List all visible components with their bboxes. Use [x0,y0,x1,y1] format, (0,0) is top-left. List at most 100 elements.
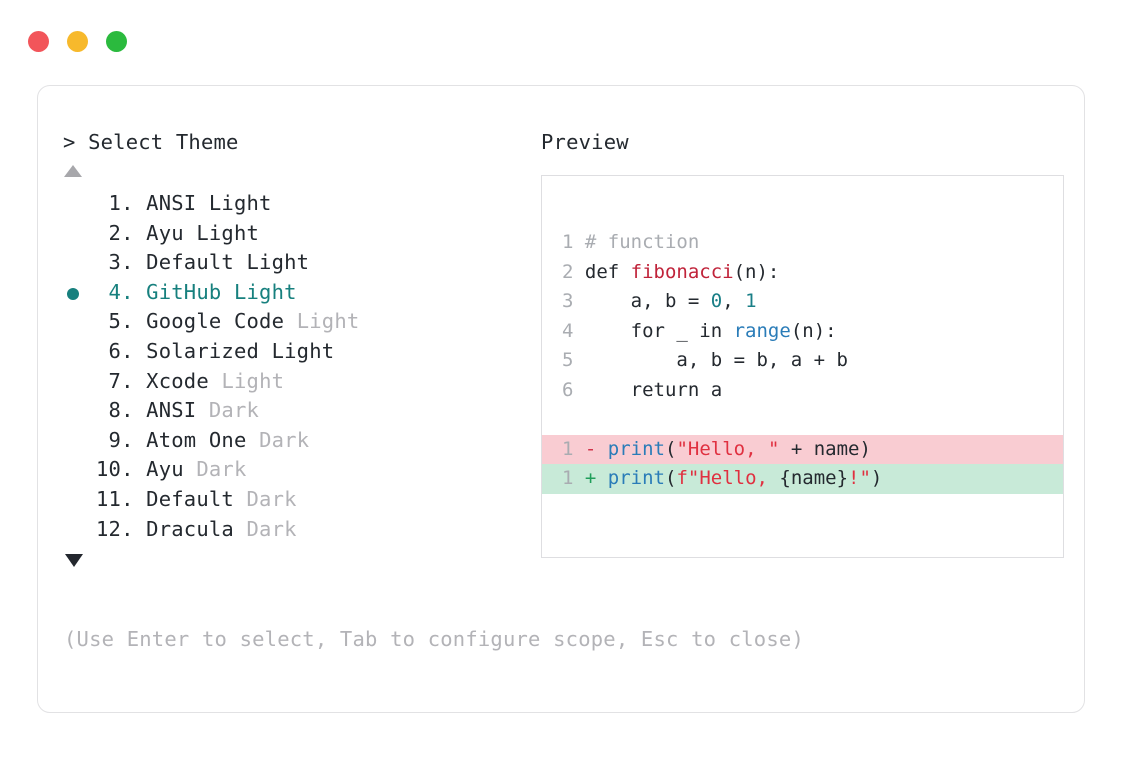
theme-item-name: Atom One [146,427,260,452]
theme-item-name: Default [146,250,247,275]
theme-item-name: Default [146,486,247,511]
line-number: 5 [562,349,585,371]
code-token: range [733,319,791,342]
theme-item-name: Google Code [146,309,297,334]
scroll-up-icon[interactable] [64,165,82,177]
theme-list-item[interactable]: 9. Atom One Dark [63,426,523,456]
scroll-down-icon[interactable] [65,554,83,568]
keyboard-hint: (Use Enter to select, Tab to configure s… [64,627,804,651]
code-spacer [542,405,1063,435]
code-token: a, b = [584,290,711,312]
preview-label: Preview [541,130,629,154]
theme-picker-card: > Select Theme 1. ANSI Light 2. Ayu Ligh… [37,85,1085,713]
theme-item-number: 11. [96,486,147,511]
theme-item-label: 8. ANSI Dark [96,398,259,422]
theme-item-label: 12. Dracula Dark [96,517,297,541]
theme-list-item[interactable]: 12. Dracula Dark [63,515,523,545]
page-title: > Select Theme [63,130,239,154]
theme-item-label: 6. Solarized Light [96,338,335,363]
theme-item-number: 3. [96,250,147,275]
theme-item-name: Solarized [146,338,272,363]
theme-item-variant: Dark [208,398,260,423]
theme-item-variant: Dark [246,516,297,541]
code-line: 4 for _ in range(n): [542,317,1063,347]
theme-item-number: 6. [96,338,147,363]
line-number: 1 [562,467,585,489]
theme-list-item[interactable]: 8. ANSI Dark [63,396,523,426]
theme-item-label: 2. Ayu Light [96,221,259,245]
selected-bullet-icon [67,287,79,300]
code-token: for _ in [584,319,734,342]
theme-list-item[interactable]: 7. Xcode Light [63,367,523,397]
theme-item-variant: Light [296,309,360,334]
theme-list-item[interactable]: 1. ANSI Light [63,189,523,219]
code-token: {name} [779,467,849,489]
theme-list[interactable]: 1. ANSI Light 2. Ayu Light 3. Default Li… [63,189,523,544]
code-line: 1 # function [542,228,1063,258]
code-line: 2 def fibonacci(n): [542,258,1063,288]
theme-item-variant: Light [208,191,272,215]
diff-added-line: 1 + print(f"Hello, {name}!") [542,464,1063,494]
code-line: 3 a, b = 0, 1 [542,287,1063,317]
theme-item-label: 5. Google Code Light [96,309,360,334]
theme-item-label: 9. Atom One Dark [96,427,310,452]
theme-item-variant: Light [233,279,297,304]
theme-list-item[interactable]: 3. Default Light [63,248,523,278]
theme-list-item[interactable]: 5. Google Code Light [63,307,523,337]
code-token: # function [584,231,700,253]
code-token: (n): [733,260,780,283]
theme-item-label: 3. Default Light [96,250,310,275]
code-token: + name) [779,437,871,460]
theme-list-item[interactable]: 11. Default Dark [63,485,523,515]
code-line: 5 a, b = b, a + b [542,346,1063,376]
theme-list-item[interactable]: 10. Ayu Dark [63,455,523,485]
theme-item-number: 9. [96,427,147,452]
theme-item-variant: Light [196,220,260,245]
code-token: fibonacci [630,260,734,283]
window-titlebar [0,0,1129,84]
code-token: f"Hello, [676,467,780,489]
line-number: 2 [562,260,585,283]
theme-item-variant: Dark [246,486,297,511]
minimize-button-icon[interactable] [67,31,88,52]
theme-list-item[interactable]: 2. Ayu Light [63,219,523,249]
theme-item-number: 1. [96,191,147,215]
line-number: 4 [562,319,585,342]
diff-removed-line: 1 - print("Hello, " + name) [542,434,1063,464]
line-number: 6 [562,378,585,401]
theme-item-name: Xcode [146,368,222,393]
theme-item-label: 7. Xcode Light [96,369,284,393]
theme-item-name: ANSI [146,191,209,215]
window-controls [28,31,127,52]
theme-item-number: 2. [96,220,147,245]
theme-item-name: Dracula [146,516,247,541]
code-token: a, b = b, a + b [584,349,848,371]
theme-item-number: 4. [96,279,147,304]
theme-list-item[interactable]: 6. Solarized Light [63,337,523,367]
code-token: ) [870,467,883,489]
code-line: 6 return a [542,376,1063,406]
theme-item-name: ANSI [146,398,209,423]
theme-item-label: 10. Ayu Dark [96,457,247,481]
close-button-icon[interactable] [28,31,49,52]
theme-list-item[interactable]: 4. GitHub Light [63,278,523,308]
theme-item-variant: Light [221,368,285,393]
code-token: print [607,437,665,460]
code-token: ( [664,467,677,489]
maximize-button-icon[interactable] [106,31,127,52]
theme-item-name: Ayu [146,457,197,482]
theme-item-label: 1. ANSI Light [96,191,272,215]
code-token: print [607,467,665,489]
theme-item-name: GitHub [146,279,234,304]
code-token: def [584,260,631,283]
code-token: !" [848,467,871,489]
theme-item-number: 5. [96,309,147,334]
code-token: 1 [745,290,757,312]
diff-plus-marker: + [584,467,608,489]
code-token: , [722,290,746,312]
code-token: ( [664,437,677,460]
theme-item-number: 10. [96,457,147,482]
theme-item-variant: Light [271,338,335,363]
